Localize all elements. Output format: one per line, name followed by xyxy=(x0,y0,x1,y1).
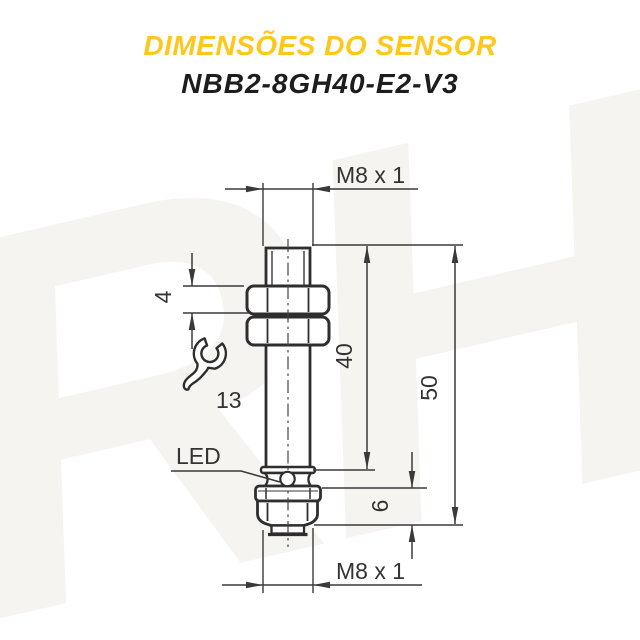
dimension-nut-height: 4 xyxy=(150,253,249,349)
page-title: DIMENSÕES DO SENSOR xyxy=(143,30,497,61)
dimension-connector-length: 6 xyxy=(322,452,427,559)
dimension-top-thread: M8 x 1 xyxy=(225,162,418,246)
top-thread-label: M8 x 1 xyxy=(336,162,405,188)
wrench-size-callout: 13 xyxy=(182,337,242,413)
led-indicator xyxy=(279,470,296,488)
nut-height-label: 4 xyxy=(150,290,176,303)
wrench-size-label: 13 xyxy=(216,387,242,413)
total-length-label: 50 xyxy=(416,375,442,401)
barrel-length-label: 40 xyxy=(331,343,357,369)
dimension-barrel-length: 40 xyxy=(312,244,463,471)
dimension-bottom-thread: M8 x 1 xyxy=(222,528,422,593)
led-label: LED xyxy=(176,443,221,469)
bottom-thread-label: M8 x 1 xyxy=(336,558,405,584)
dimension-total-length: 50 xyxy=(314,246,463,526)
connector-length-label: 6 xyxy=(367,500,393,513)
led-callout: LED xyxy=(171,443,281,483)
sensor-body xyxy=(245,239,331,547)
header: DIMENSÕES DO SENSOR NBB2-8GH40-E2-V3 xyxy=(0,30,640,100)
model-number: NBB2-8GH40-E2-V3 xyxy=(181,68,459,99)
wrench-icon xyxy=(182,337,228,391)
